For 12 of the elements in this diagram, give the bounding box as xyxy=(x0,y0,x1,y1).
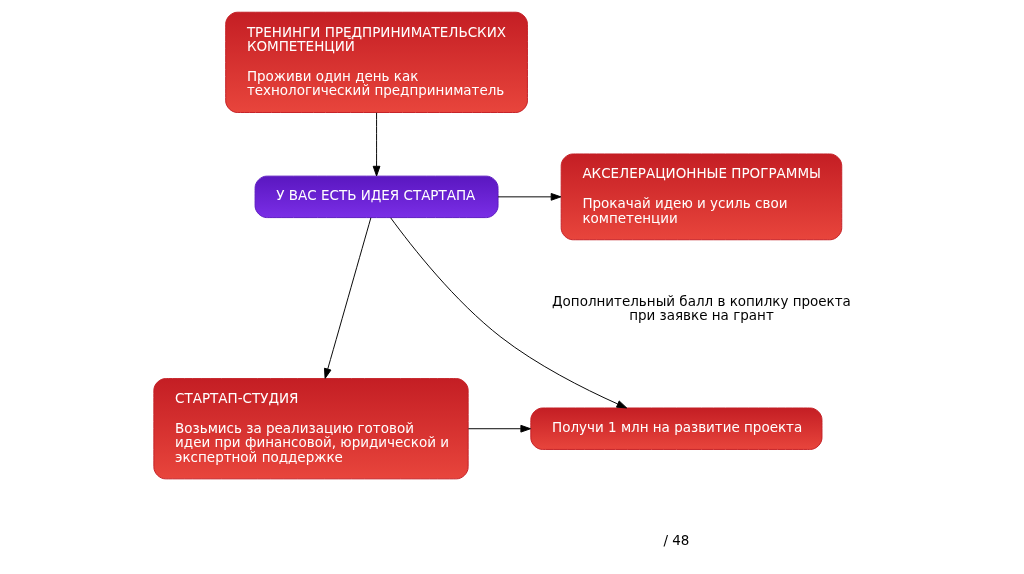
arrow xyxy=(389,217,627,409)
arrow xyxy=(372,112,380,177)
label: / 48 xyxy=(662,531,689,548)
label: Дополнительный балл в копилку проекта при заявке на грант xyxy=(551,292,851,323)
node-box: Получи 1 млн на развитие проекта xyxy=(529,407,822,450)
arrow xyxy=(497,193,561,201)
arrow xyxy=(323,217,371,379)
node-box: ТРЕНИНГИ ПРЕДПРИНИМАТЕЛЬСКИХ КОМПЕТЕНЦИЙ Проживи один день как технологический предприниматель xyxy=(224,11,528,113)
arrow xyxy=(467,424,531,433)
node-box: АКСЕЛЕРАЦИОННЫЕ ПРОГРАММЫ Прокачай идею и усиль свои компетенции xyxy=(560,153,842,241)
node-box: СТАРТАП-СТУДИЯ Возьмись за реализацию готовой идеи при финансовой, юридической и экспертной поддержке xyxy=(152,378,469,480)
node-box: У ВАС ЕСТЬ ИДЕЯ СТАРТАПА xyxy=(254,175,499,219)
